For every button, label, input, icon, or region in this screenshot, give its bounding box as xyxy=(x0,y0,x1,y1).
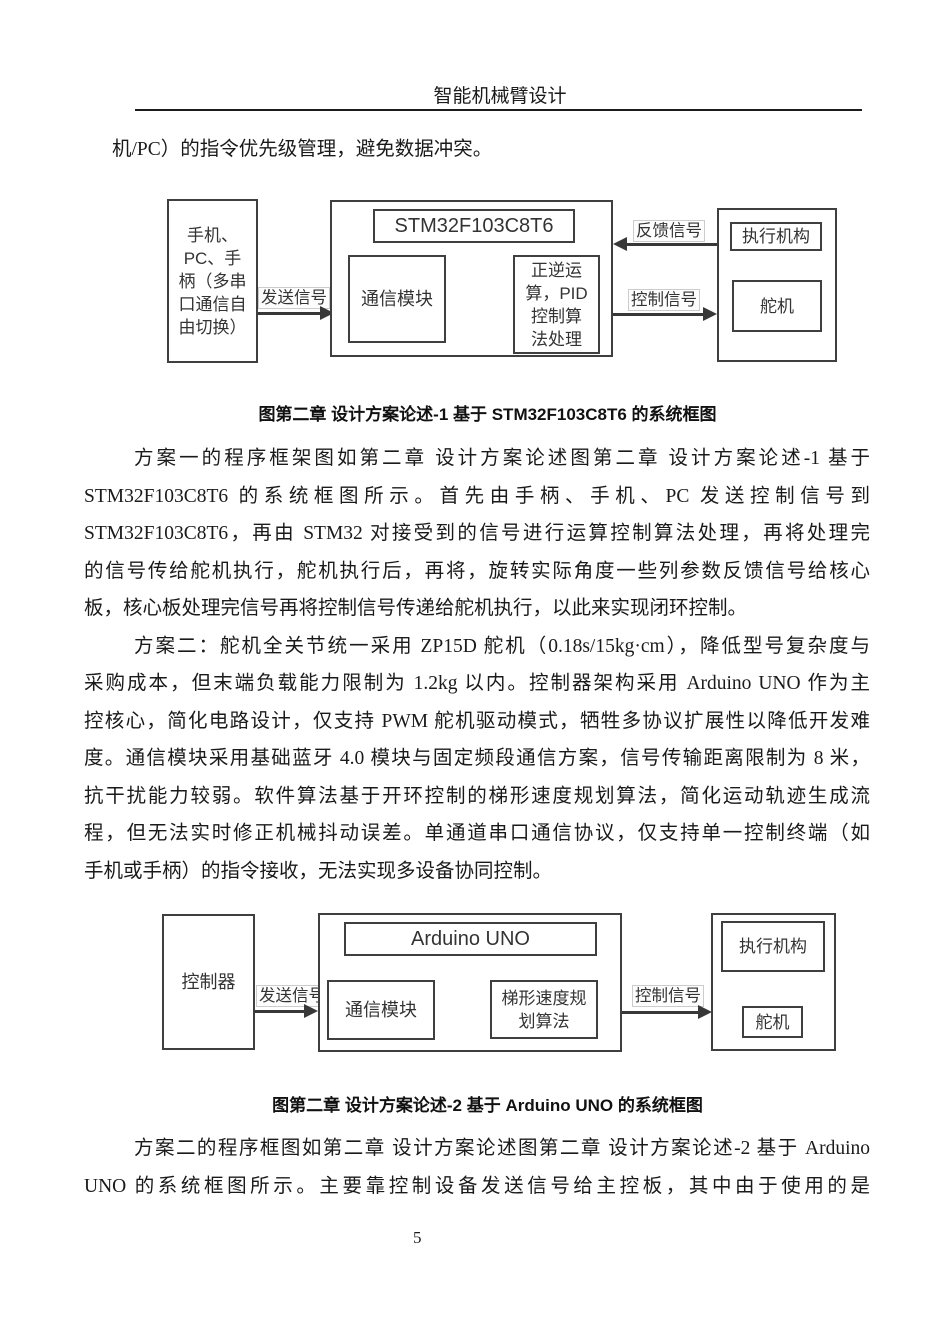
paragraph1-line: 板，核心板处理完信号再将控制信号传递给舵机执行，以此来实现闭环控制。 xyxy=(84,598,748,619)
figure1-control-arrowhead-icon xyxy=(703,307,717,321)
paragraph2-line: 度。通信模块采用基础蓝牙 4.0 模块与固定频段通信方案，信号传输距离限制为 8… xyxy=(84,748,870,769)
figure2-send-signal-label: 发送信号 xyxy=(256,985,328,1007)
figure2-send-signal-arrow xyxy=(255,1009,304,1013)
body-text-block-2: 方案二的程序框图如第二章 设计方案论述图第二章 设计方案论述-2 基于 Ardu… xyxy=(84,1130,870,1205)
figure2-control-signal-arrow xyxy=(622,1010,698,1014)
figure2-comm-module-box: 通信模块 xyxy=(327,980,435,1040)
figure2-servo-box: 舵机 xyxy=(742,1006,803,1038)
paragraph3-line: UNO 的系统框图所示。主要靠控制设备发送信号给主控板，其中由于使用的是 xyxy=(84,1175,870,1197)
paragraph2-line: 方案二：舵机全关节统一采用 ZP15D 舵机（0.18s/15kg·cm），降低… xyxy=(134,635,870,657)
figure1-servo-box: 舵机 xyxy=(732,280,822,332)
figure2-diagram: 控制器 发送信号 Arduino UNO 通信模块 梯形速度规 划算法 控制信号… xyxy=(155,905,845,1065)
figure1-feedback-signal-label: 反馈信号 xyxy=(633,220,705,242)
figure2-arduino-box: Arduino UNO xyxy=(344,922,597,956)
figure2-trapezoid-algo-box: 梯形速度规 划算法 xyxy=(490,980,598,1039)
figure1-comm-module-box: 通信模块 xyxy=(348,255,446,343)
page-header-title: 智能机械臂设计 xyxy=(433,86,567,107)
paragraph2-line: 手机或手柄）的指令接收，无法实现多设备协同控制。 xyxy=(84,860,553,882)
paragraph3-line: 方案二的程序框图如第二章 设计方案论述图第二章 设计方案论述-2 基于 Ardu… xyxy=(134,1138,870,1159)
figure1-stm32-box: STM32F103C8T6 xyxy=(373,209,575,243)
paragraph2-line: 控核心，简化电路设计，仅支持 PWM 舵机驱动模式，牺牲多协议扩展性以降低开发难 xyxy=(84,710,870,732)
paragraph2-line: 采购成本，但末端负载能力限制为 1.2kg 以内。控制器架构采用 Arduino… xyxy=(84,673,870,694)
body-text-block: 方案一的程序框架图如第二章 设计方案论述图第二章 设计方案论述-1 基于 STM… xyxy=(84,440,870,890)
figure1-control-signal-label: 控制信号 xyxy=(628,289,700,311)
paragraph2-line: 程，但无法实时修正机械抖动误差。单通道串口通信协议，仅支持单一控制终端（如 xyxy=(84,823,870,844)
paragraph2-line: 抗干扰能力较弱。软件算法基于开环控制的梯形速度规划算法，简化运动轨迹生成流 xyxy=(84,785,870,807)
figure1-actuator-box: 执行机构 xyxy=(730,222,822,251)
figure1-send-signal-arrow xyxy=(258,311,320,315)
figure1-feedback-signal-arrow xyxy=(627,242,717,246)
figure2-control-arrowhead-icon xyxy=(698,1005,712,1019)
figure1-diagram: 手机、 PC、手 柄（多串 口通信自 由切换） 发送信号 STM32F103C8… xyxy=(160,195,850,375)
figure1-feedback-arrowhead-icon xyxy=(613,237,627,251)
figure1-source-box: 手机、 PC、手 柄（多串 口通信自 由切换） xyxy=(167,199,258,363)
figure1-caption: 图第二章 设计方案论述-1 基于 STM32F103C8T6 的系统框图 xyxy=(258,405,717,424)
header-rule xyxy=(135,109,862,111)
paragraph1-line: 的信号传给舵机执行，舵机执行后，再将，旋转实际角度一些列参数反馈信号给核心 xyxy=(84,560,870,582)
intro-paragraph: 机/PC）的指令优先级管理，避免数据冲突。 xyxy=(112,139,493,160)
figure1-send-signal-label: 发送信号 xyxy=(258,287,330,309)
paragraph1-line: 方案一的程序框架图如第二章 设计方案论述图第二章 设计方案论述-1 基于 xyxy=(134,448,870,469)
figure1-control-signal-arrow xyxy=(613,312,703,316)
figure2-actuator-box: 执行机构 xyxy=(721,921,825,972)
figure2-send-arrowhead-icon xyxy=(304,1004,318,1018)
figure2-control-signal-label: 控制信号 xyxy=(632,985,704,1007)
figure2-caption: 图第二章 设计方案论述-2 基于 Arduino UNO 的系统框图 xyxy=(272,1096,703,1115)
page-number: 5 xyxy=(413,1228,422,1247)
paragraph1-line: STM32F103C8T6，再由 STM32 对接受到的信号进行运算控制算法处理… xyxy=(84,523,870,544)
figure2-controller-box: 控制器 xyxy=(162,914,255,1050)
paragraph1-line: STM32F103C8T6 的系统框图所示。首先由手柄、手机、PC 发送控制信号… xyxy=(84,485,870,507)
figure1-pid-algo-box: 正逆运 算，PID 控制算 法处理 xyxy=(513,255,600,354)
